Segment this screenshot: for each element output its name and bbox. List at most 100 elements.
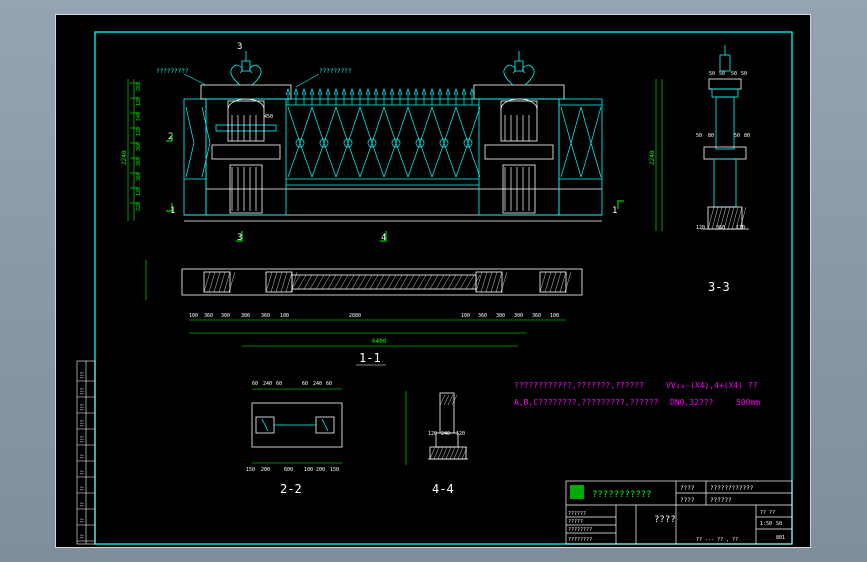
callout-left: ????????? [156, 68, 189, 75]
view-2-2-top-dim: 60 [326, 381, 332, 387]
view-3-3-height-total: 2240 [649, 150, 656, 165]
plan-top-dims: 100 360 300 300 360 100 2880 100 360 300 300 360 100 [189, 313, 566, 321]
plan-dim-label: 360 [532, 313, 541, 319]
section-mark-1-left: 1 [170, 206, 175, 216]
plan-dim-total: 6400 [372, 338, 387, 345]
title-block-left-2: ????? [568, 519, 583, 525]
view-3-3-top-dim-4: 50 [741, 71, 747, 77]
plan-dim-label: 360 [204, 313, 213, 319]
elevation-left-dim: 240 [136, 112, 142, 121]
elevation-left-dim: 120 [136, 127, 142, 136]
callout-right: ????????? [319, 68, 352, 75]
view-2-2-bottom-dim: 600 [284, 467, 293, 473]
view-2-2-bottom-dim: 150 [330, 467, 339, 473]
view-3-3-top-dim-1: 50 [709, 71, 715, 77]
revision-cell: ??? [80, 419, 85, 427]
plan-dim-label: 300 [241, 313, 250, 319]
view-2-2-top-dim: 60 [252, 381, 258, 387]
view-2-2-bottom-dim: 200 [316, 467, 325, 473]
view-4-4-title: 4-4 [432, 482, 454, 496]
note-line-1: ????????????,???????,?????? [514, 381, 644, 390]
view-3-3-title: 3-3 [708, 280, 730, 294]
view-2-2-top-dim: 60 [276, 381, 282, 387]
scale-label: 1:50 [760, 521, 772, 527]
view-3-3-mid-dim-3: 50 [734, 133, 740, 139]
view-2-2-bottom-dim: 100 [304, 467, 313, 473]
title-block-left-3: ???????? [568, 527, 592, 533]
revision-cell: ?? [80, 470, 85, 475]
revision-rows: ??????????????????????????? [77, 371, 95, 542]
view-2-2-title: 2-2 [280, 482, 302, 496]
note-line-1-spec: VV₂₀-(X4),4+(X4) ?? [666, 381, 758, 390]
plan-dim-label: 300 [514, 313, 523, 319]
view-3-3-base-dim-2: 360 [716, 225, 725, 231]
elevation-left-dim: 360 [136, 172, 142, 181]
drawing-canvas[interactable]: 3 2 1 1 3 4 ????????? ????????? 450 2240… [55, 14, 811, 548]
plan-dim-label: 100 [550, 313, 559, 319]
view-3-3-mid-dim-4: 80 [744, 133, 750, 139]
view-3-3-base-dim-1: 120 [696, 225, 705, 231]
drawing-frame [94, 31, 793, 545]
plan-dim-label: 100 [189, 313, 198, 319]
section-marks: 3 2 1 1 3 4 [168, 42, 617, 243]
drawing-no-2: 801 [776, 535, 785, 541]
title-block-left-4: ???????? [568, 537, 592, 543]
plan-dim-label: 100 [280, 313, 289, 319]
section-mark-3-bottom: 3 [237, 233, 242, 243]
plan-dim-label: 360 [478, 313, 487, 319]
note-line-2-spec: DN0,32??? [670, 398, 714, 407]
revision-cell: ??? [80, 403, 85, 411]
revision-block [76, 360, 96, 545]
view-3-3-top-dim-2: 50 [719, 71, 725, 77]
view-3-3 [701, 45, 749, 230]
fence-pickets [185, 87, 602, 211]
plan-1-1-title: 1-1 [359, 351, 381, 365]
view-3-3-mid-dim-2: 80 [708, 133, 714, 139]
view-2-2-top-dim: 60 [302, 381, 308, 387]
view-2-2-top-dim: 240 [313, 381, 322, 387]
title-block [565, 480, 793, 545]
view-3-3-hatch [707, 206, 747, 230]
plan-dim-label: 360 [261, 313, 270, 319]
plan-dim-label: 100 [461, 313, 470, 319]
title-block-left-1: ?????? [568, 511, 586, 517]
view-4-4-bottom-dim-2: 240 [441, 431, 450, 437]
section-mark-brackets [166, 133, 624, 242]
view-4-4-bottom-dim-3: 120 [456, 431, 465, 437]
revision-cell: ?? [80, 502, 85, 507]
note-450: 450 [264, 114, 273, 120]
revision-cell: ?? [80, 454, 85, 459]
section-mark-2: 2 [168, 132, 173, 142]
revision-cell: ?? [80, 534, 85, 539]
sheet-label: ?? ?? [760, 510, 775, 516]
drawing-name: ???? [654, 515, 676, 525]
revision-cell: ?? [80, 518, 85, 523]
revision-cell: ??? [80, 387, 85, 395]
elevation-left-dim: 120 [136, 187, 142, 196]
title-block-r2a: ???? [680, 497, 695, 504]
plan-dim-label: 2880 [349, 313, 361, 319]
title-block-r2b: ?????? [710, 497, 732, 504]
drawing-no: S0 [776, 521, 782, 527]
section-mark-4: 4 [381, 233, 386, 243]
revision-cell: ??? [80, 435, 85, 443]
revision-cell: ?? [80, 486, 85, 491]
section-mark-3-top: 3 [237, 42, 242, 52]
plan-dim-label: 300 [221, 313, 230, 319]
view-3-3-base-dim-3: 120 [736, 225, 745, 231]
note-line-2-dist: 500mm [736, 398, 760, 407]
elevation-left-dim: 360 [136, 157, 142, 166]
view-3-3-mid-dim-1: 50 [696, 133, 702, 139]
elevation-dim-chain [127, 79, 135, 221]
view-4-4-bottom-dim-1: 120 [428, 431, 437, 437]
title-block-r1a: ???? [680, 485, 695, 492]
plan-dim-label: 300 [496, 313, 505, 319]
revision-cell: ??? [80, 371, 85, 379]
view-2-2-bottom-dim: 200 [261, 467, 270, 473]
title-block-r1c: ???????????? [710, 485, 754, 492]
elevation-height-total: 2240 [121, 150, 128, 165]
